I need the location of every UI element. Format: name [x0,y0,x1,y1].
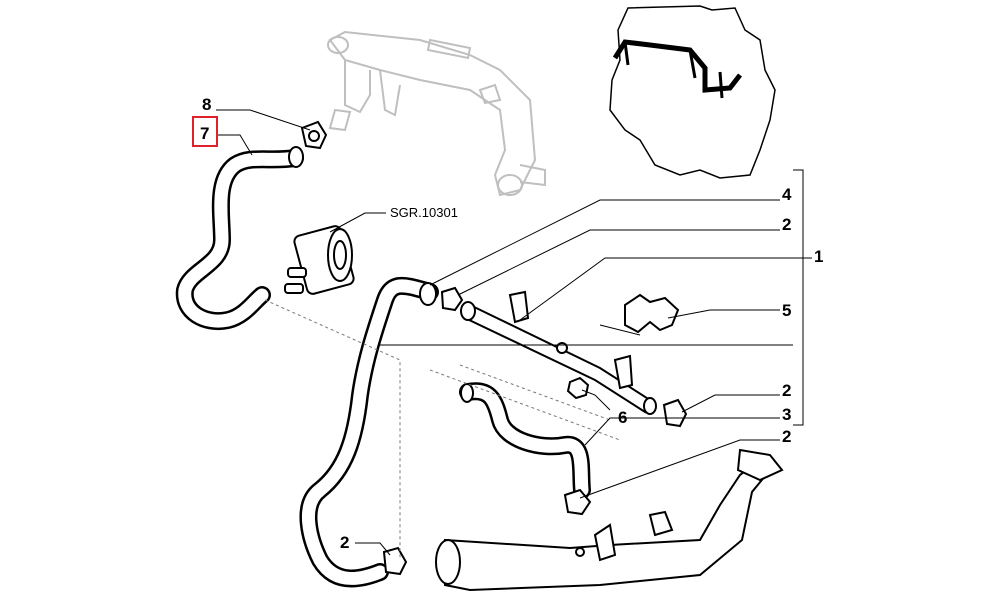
reference-label: SGR.10301 [390,205,458,220]
pipe-assembly-part-1 [460,290,657,415]
hose-part-4 [299,276,439,588]
callout-7-highlight [192,116,218,147]
callout-4: 4 [782,185,792,204]
callout-2: 2 [782,381,791,400]
callout-2: 2 [340,533,349,552]
callout-7: 7 [200,124,209,143]
dashed-guides [264,299,621,560]
callout-1: 1 [814,247,823,266]
callout-2: 2 [782,215,791,234]
ghost-manifold [327,30,546,197]
callout-2: 2 [782,427,791,446]
egr-pipe [435,448,784,592]
leader-lines [216,109,810,556]
clamp-part-8 [300,120,328,150]
group-bracket [793,169,812,426]
callout-5: 5 [782,301,791,320]
nut-part-6 [566,376,590,400]
hose-part-3 [459,382,591,499]
oil-cooler [284,225,355,295]
clip-part-5 [624,293,680,334]
engine-locator-map [609,5,776,179]
callout-8: 8 [202,95,211,114]
hose-part-7 [175,146,304,331]
callout-6: 6 [618,408,627,427]
callout-3: 3 [782,405,791,424]
